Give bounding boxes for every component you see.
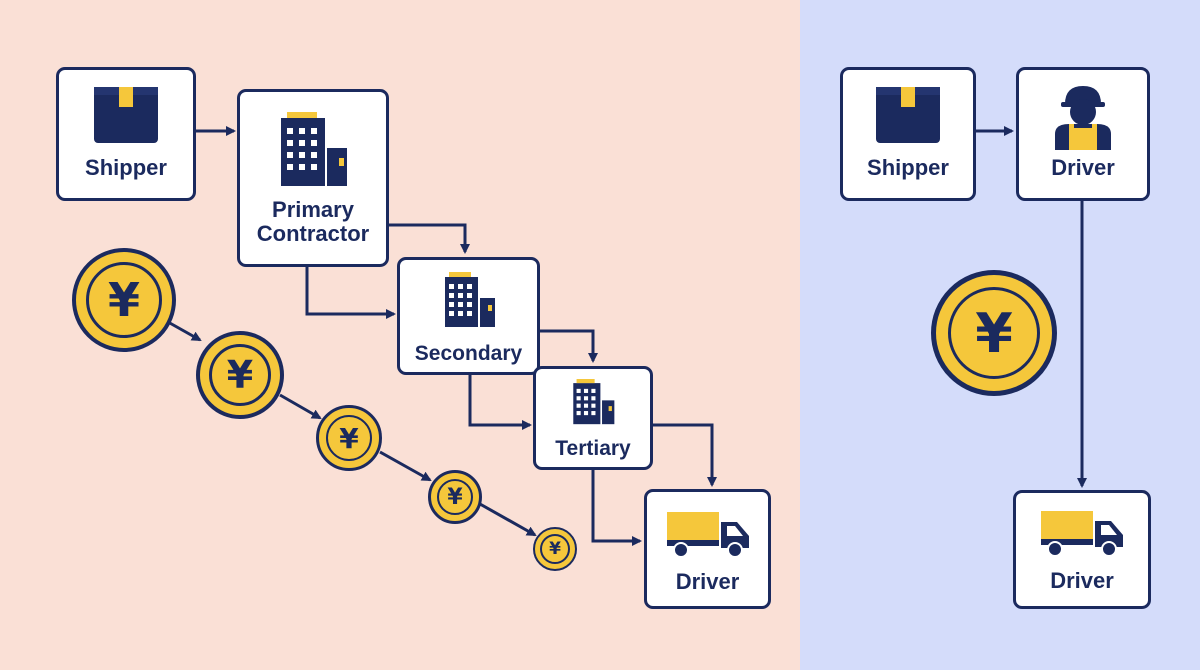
secondary-to-tertiary-lower-arrow [468,375,532,430]
yen-symbol: ¥ [209,344,271,406]
office-building-icon [568,379,618,425]
primary-to-secondary-lower-arrow [305,267,396,319]
coin-chain-arrow-3 [379,450,432,482]
primary-to-secondary-arrow [389,223,470,254]
yen-coin-icon: ¥ [428,470,482,524]
node-shipper-direct-label: Shipper [867,155,949,180]
yen-coin-icon: ¥ [196,331,284,419]
node-tertiary-label: Tertiary [555,437,631,460]
node-driver-label: Driver [675,569,740,594]
yen-coin-icon: ¥ [533,527,577,571]
yen-symbol: ¥ [86,262,162,338]
yen-symbol: ¥ [948,287,1040,379]
node-driver-direct-bottom-label: Driver [1050,568,1114,593]
node-primary-contractor-label: Primary Contractor [256,197,370,247]
yen-coin-icon: ¥ [931,270,1057,396]
tertiary-to-driver-lower-arrow [591,470,642,546]
node-driver-direct: Driver [1016,67,1150,201]
node-secondary-label: Secondary [414,342,523,365]
coin-chain-arrow-2 [279,393,322,420]
package-icon [91,84,161,146]
node-tertiary: Tertiary [533,366,653,470]
driver-person-icon [1051,82,1115,150]
office-building-icon [273,112,353,188]
office-building-icon [439,272,499,328]
yen-symbol: ¥ [437,479,473,515]
truck-icon [665,510,751,558]
node-secondary: Secondary [397,257,540,375]
yen-coin-icon: ¥ [316,405,382,471]
yen-coin-icon: ¥ [72,248,176,352]
package-icon [873,84,943,146]
node-driver-direct-bottom: Driver [1013,490,1151,609]
node-driver: Driver [644,489,771,609]
node-driver-direct-label: Driver [1051,155,1115,180]
node-primary-contractor: Primary Contractor [237,89,389,267]
truck-icon [1039,509,1125,557]
coin-chain-arrow-4 [479,502,537,537]
node-shipper-direct: Shipper [840,67,976,201]
tertiary-to-driver-arrow [653,423,717,487]
secondary-to-tertiary-arrow [540,329,598,363]
yen-symbol: ¥ [326,415,372,461]
coin-chain-arrow-1 [167,320,202,342]
node-shipper: Shipper [56,67,196,201]
node-shipper-label: Shipper [85,155,167,180]
yen-symbol: ¥ [540,534,570,564]
